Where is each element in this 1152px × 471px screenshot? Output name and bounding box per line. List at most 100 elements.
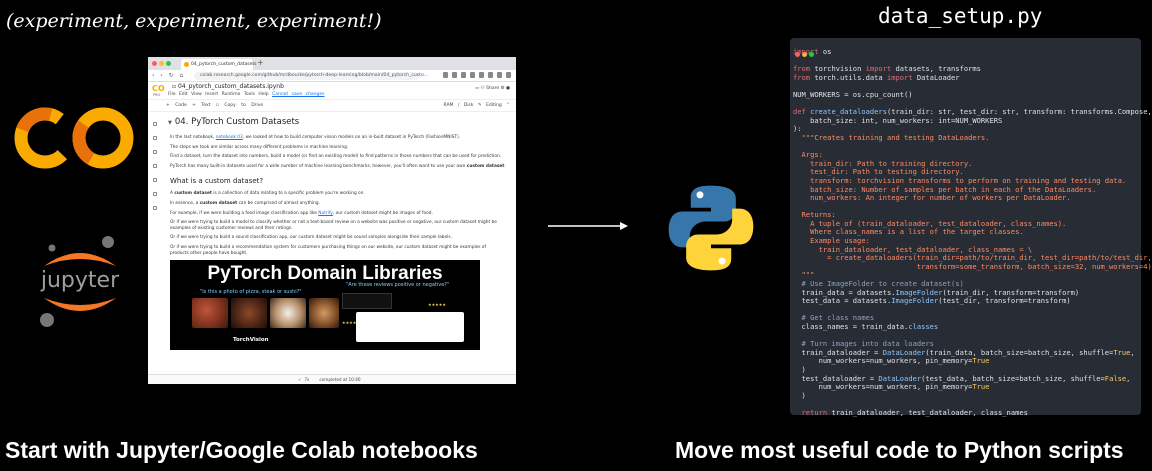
- colab-logo: [14, 107, 134, 169]
- banner-title: PyTorch Domain Libraries: [207, 263, 443, 285]
- maximize-window-icon[interactable]: [166, 61, 171, 66]
- cannot-save-link[interactable]: Cannot save changes: [272, 92, 325, 97]
- new-tab-button[interactable]: +: [257, 58, 264, 67]
- browser-extension-icons[interactable]: [431, 72, 511, 80]
- add-code-button[interactable]: + Code: [166, 103, 187, 108]
- caption-right: Move most useful code to Python scripts: [675, 437, 1124, 463]
- menu-runtime[interactable]: Runtime: [221, 92, 241, 97]
- browser-tab[interactable]: 04_pytorch_custom_datasets: [181, 59, 257, 70]
- minimize-window-icon[interactable]: [159, 61, 164, 66]
- menu-file[interactable]: File: [168, 92, 176, 97]
- minimize-editor-icon[interactable]: [802, 52, 807, 57]
- code-line: num_workers=num_workers, pin_memory=True: [793, 356, 990, 366]
- code-editor: import os from torchvision import datase…: [790, 38, 1152, 417]
- review-stars: ★★★★★: [428, 302, 446, 308]
- files-icon[interactable]: [153, 178, 157, 182]
- toc-icon[interactable]: [153, 122, 157, 126]
- notebook-filename[interactable]: ▫ 04_pytorch_custom_datasets.ipynb: [172, 83, 284, 90]
- collapse-section-icon[interactable]: ▼: [168, 120, 172, 126]
- text-paragraph: In essence, a custom dataset can be comp…: [170, 200, 320, 206]
- menu-tools[interactable]: Tools: [243, 92, 255, 97]
- add-text-button[interactable]: + Text: [192, 103, 211, 108]
- nutrify-link[interactable]: Nutrify: [318, 210, 333, 216]
- colab-pro-badge: PRO: [153, 93, 161, 97]
- code-line: # Use ImageFolder to create dataset(s): [793, 279, 964, 289]
- text-paragraph: Or if we were trying to build a sound cl…: [170, 235, 452, 241]
- code-line: train_data = datasets.ImageFolder(train_…: [793, 287, 1080, 297]
- menu-edit[interactable]: Edit: [178, 92, 188, 97]
- text-paragraph: Or if we were trying to build a recommen…: [170, 244, 487, 256]
- editing-mode-button[interactable]: ✎ Editing: [478, 103, 502, 108]
- code-line: test_dataloader = DataLoader(test_data, …: [793, 373, 1131, 383]
- code-line: Args:: [793, 150, 823, 160]
- run-duration: 7s: [304, 377, 310, 382]
- review-card: ​: [356, 312, 464, 343]
- code-line: """: [793, 270, 815, 280]
- code-line: num_workers: An integer for number of wo…: [793, 193, 1071, 203]
- comment-icon[interactable]: ▭: [474, 86, 480, 91]
- settings-gear-icon[interactable]: ⚙: [500, 86, 505, 91]
- notebook-content: ▼04. PyTorch Custom Datasets In the last…: [168, 115, 506, 372]
- code-line: Example usage:: [793, 236, 870, 246]
- code-line: ): [793, 390, 806, 400]
- browser-urlbar: ‹ › ↻ ⌂ colab.research.google.com/github…: [148, 70, 516, 82]
- browser-nav-buttons[interactable]: ‹ › ↻ ⌂: [152, 72, 186, 79]
- code-line: Where class_names is a list of the targe…: [793, 227, 1024, 237]
- ram-disk-indicator[interactable]: RAM / Disk: [443, 103, 474, 108]
- code-line: transform=some_transform, batch_size=32,…: [793, 261, 1152, 271]
- drive-copy-icon: ▫: [215, 103, 225, 108]
- notebook-subheading: What is a custom dataset?: [170, 177, 264, 186]
- code-line: train_dir: Path to training directory.: [793, 158, 973, 168]
- sushi-image: [270, 298, 306, 329]
- review-snippet: [342, 293, 392, 310]
- code-block[interactable]: import os from torchvision import datase…: [793, 47, 1152, 418]
- code-line: class_names = train_data.classes: [793, 322, 939, 331]
- text-paragraph: Or if we were trying to build a model to…: [170, 220, 497, 231]
- arrow-right-icon: [548, 222, 628, 230]
- maximize-editor-icon[interactable]: [809, 52, 814, 57]
- text-paragraph: PyTorch has many built-in datasets used …: [170, 163, 506, 169]
- code-line: [793, 143, 1152, 152]
- copy-to-drive-button[interactable]: ▫ Copy to Drive: [216, 103, 263, 108]
- copy-to-drive-label: Copy to Drive: [224, 103, 264, 108]
- code-line: transform: torchvision transforms to per…: [793, 175, 1127, 185]
- code-line: """Creates training and testing DataLoad…: [793, 132, 990, 142]
- colab-toolbar: + Code + Text ▫ Copy to Drive RAM / Disk…: [148, 100, 516, 112]
- code-line: batch_size: Number of samples per batch …: [793, 184, 1097, 194]
- account-avatar[interactable]: ●: [506, 86, 510, 91]
- domain-libraries-banner: PyTorch Domain Libraries "Is this a phot…: [170, 260, 480, 351]
- terminal-icon[interactable]: [153, 206, 157, 210]
- code-line: # Turn images into data loaders: [793, 339, 934, 349]
- notebook-03-link[interactable]: notebook 03: [215, 135, 243, 140]
- pizza-image: [192, 298, 228, 329]
- menu-view[interactable]: View: [191, 92, 202, 97]
- code-line: from torchvision import datasets, transf…: [793, 64, 981, 74]
- code-snippets-icon[interactable]: [153, 192, 157, 196]
- code-line: test_dir: Path to testing directory.: [793, 167, 964, 177]
- close-editor-icon[interactable]: [795, 52, 800, 57]
- code-line: Returns:: [793, 210, 836, 220]
- code-line: from torch.utils.data import DataLoader: [793, 72, 960, 82]
- share-label: Share: [486, 86, 500, 91]
- menu-help[interactable]: Help: [258, 92, 269, 97]
- variables-icon[interactable]: [153, 150, 157, 154]
- share-button[interactable]: ⚇ Share: [481, 86, 499, 91]
- script-filename: data_setup.py: [878, 4, 1043, 28]
- address-bar[interactable]: colab.research.google.com/github/mrdbour…: [194, 72, 428, 80]
- code-line: import os: [793, 47, 832, 56]
- close-window-icon[interactable]: [152, 61, 157, 66]
- key-icon[interactable]: [153, 164, 157, 168]
- menu-insert[interactable]: Insert: [205, 92, 219, 97]
- search-icon[interactable]: [153, 136, 157, 140]
- jupyter-wordmark: jupyter: [40, 268, 120, 293]
- code-line: # Get class names: [793, 313, 875, 323]
- torchvision-label: TorchVision: [233, 337, 269, 344]
- notebook-filename-text: 04_pytorch_custom_datasets.ipynb: [177, 83, 284, 90]
- colab-header: CO PRO ▫ 04_pytorch_custom_datasets.ipyn…: [148, 82, 516, 100]
- code-line: return train_dataloader, test_dataloader…: [793, 407, 1028, 417]
- code-line: batch_size: int, num_workers: int=NUM_WO…: [793, 115, 1003, 125]
- editing-label: Editing: [486, 103, 502, 108]
- collapse-icon[interactable]: ⌃: [506, 103, 510, 108]
- colab-small-logo[interactable]: CO: [152, 84, 165, 93]
